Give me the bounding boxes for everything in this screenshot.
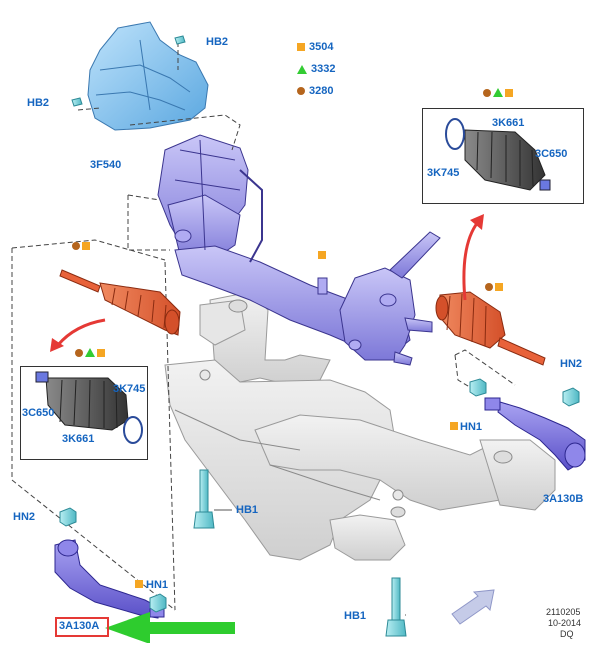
square-symbol-icon [297,43,305,51]
left-inset-parts [35,371,143,444]
label-hn1-left: HN1 [146,579,169,591]
rack-symbol [318,251,326,259]
red-arrow-head-left [50,338,64,352]
label-3C650-right: 3C650 [535,148,568,160]
hn1-left-symbol [135,580,143,588]
right-inset-parts [445,118,551,191]
direction-arrow [451,589,495,625]
circle-symbol-icon [72,242,80,250]
right-boot-assembly [435,291,546,366]
hb1-leaders [214,509,406,616]
circle-symbol-icon [483,88,491,97]
legend-code: 3504 [309,41,334,53]
green-arrow [105,612,235,644]
label-hn1-right: HN1 [460,421,483,433]
triangle-symbol-icon [297,64,307,74]
inset-right-boot-detail [422,108,584,204]
inset-left-boot-detail [20,366,148,460]
label-3K661-right: 3K661 [492,117,525,129]
label-3F540: 3F540 [90,159,122,171]
highlight-box [55,617,109,637]
diagram-meta: 2110205 10-2014 DQ [546,607,581,640]
square-symbol-icon [450,422,458,430]
label-3A130A: 3A130A [59,620,100,632]
heat-shield-3F540 [87,21,209,131]
triangle-symbol-icon [85,348,95,357]
label-3K745-right: 3K745 [427,167,460,179]
left-boot-symbols [72,242,90,250]
left-inset-symbols [75,348,105,357]
label-3C650-left: 3C650 [22,407,55,419]
label-hn2-left: HN2 [13,511,36,523]
circle-symbol-icon [485,283,493,291]
label-hb2-left: HB2 [27,97,50,109]
square-symbol-icon [505,88,513,97]
square-symbol-icon [97,348,105,357]
red-arrow-head-right [470,214,484,230]
legend-row-circle: 3280 [297,85,333,97]
bolts-HB1 [193,469,407,637]
square-symbol-icon [82,242,90,250]
circle-symbol-icon [297,87,305,95]
square-symbol-icon [135,580,143,588]
label-3K745-left: 3K745 [113,383,146,395]
legend-row-square: 3504 [297,41,333,53]
legend-code: 3332 [311,63,336,75]
label-hn2-right: HN2 [560,358,583,370]
right-tie-rod-3A130B [484,397,586,471]
meta-date: 10-2014 [548,618,582,628]
subframe-details [174,299,513,518]
square-symbol-icon [318,251,326,259]
nuts [59,35,580,613]
meta-id: 2110205 [546,607,581,617]
meta-code: DQ [560,629,574,639]
label-hb1-center: HB1 [236,504,259,516]
triangle-symbol-icon [493,88,503,97]
right-inset-symbols [483,88,513,97]
circle-symbol-icon [75,348,83,357]
left-boot-assembly [59,269,181,336]
steering-rack [157,134,441,366]
red-arrows [56,221,480,346]
label-hb2-top: HB2 [206,36,229,48]
hn1-right-symbol [450,422,458,430]
right-boot-symbols [485,283,503,291]
legend-code: 3280 [309,85,334,97]
legend-row-triangle: 3332 [297,63,335,75]
label-3K661-left: 3K661 [62,433,95,445]
label-hb1-bottom: HB1 [344,610,367,622]
label-3A130B: 3A130B [543,493,584,505]
square-symbol-icon [495,283,503,291]
